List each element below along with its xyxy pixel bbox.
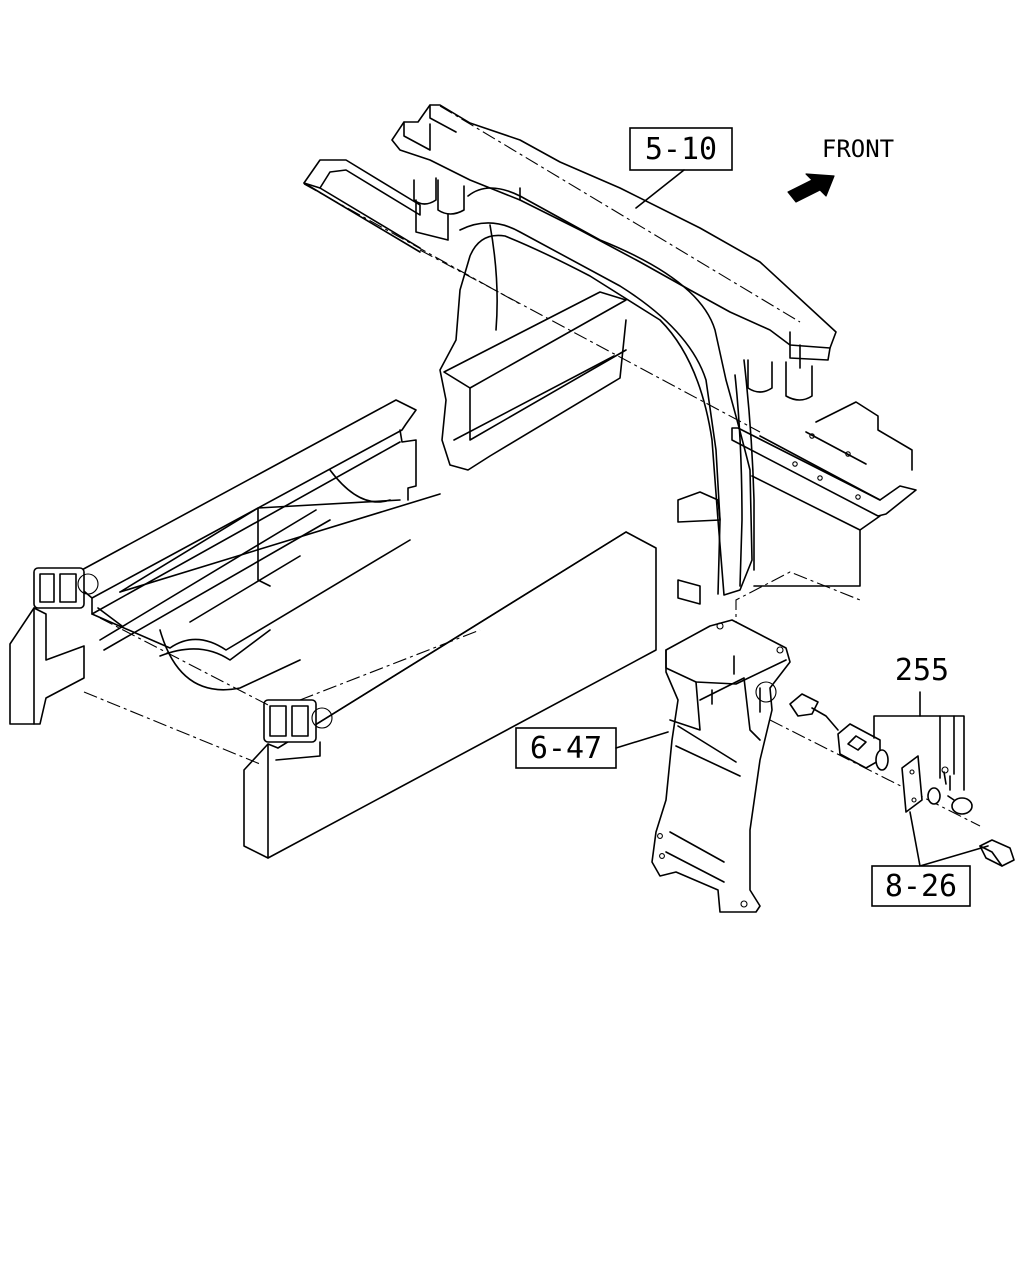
callout-5-10: 5-10 <box>629 127 733 209</box>
callout-255: 255 <box>895 653 949 688</box>
callout-8-26: 8-26 <box>871 865 971 907</box>
front-label: FRONT <box>822 135 894 163</box>
callout-8-26-label: 8-26 <box>885 869 957 904</box>
upper-crossmember-assembly <box>303 104 917 605</box>
front-direction-indicator: FRONT <box>787 135 894 203</box>
callout-6-47-label: 6-47 <box>530 731 602 766</box>
switch-assembly-255 <box>789 691 1015 867</box>
lower-frame-assembly <box>9 399 657 859</box>
callout-255-label: 255 <box>895 653 949 688</box>
arrow-front-icon <box>787 173 835 203</box>
bracket-6-47 <box>651 619 791 913</box>
callout-5-10-label: 5-10 <box>645 132 717 167</box>
callout-6-47: 6-47 <box>515 727 669 769</box>
